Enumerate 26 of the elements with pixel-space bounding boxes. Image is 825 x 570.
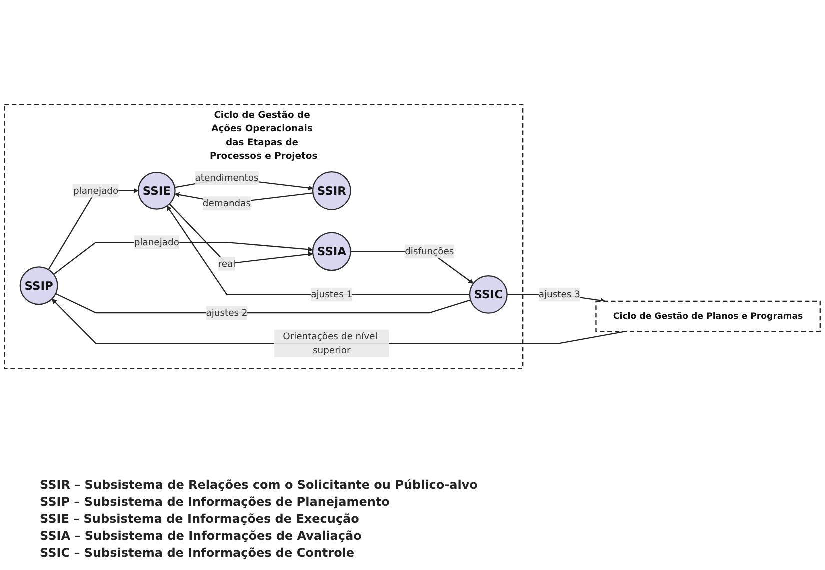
node-circle: SSIC bbox=[469, 275, 508, 314]
legend-text: SSIA – Subsistema de Informações de Avaliação bbox=[40, 528, 363, 545]
arrow bbox=[52, 298, 626, 344]
node-box: Ciclo de Gestão de Planos e Programas bbox=[596, 300, 821, 332]
edge-label: disfunções bbox=[405, 246, 454, 257]
edge-label: ajustes 2 bbox=[206, 307, 248, 318]
legend-text: SSIE – Subsistema de Informações de Execução bbox=[40, 511, 360, 528]
legend-text: SSIC – Subsistema de Informações de Controle bbox=[40, 545, 356, 562]
node-circle: SSIR bbox=[312, 171, 352, 210]
legend-text: SSIP – Subsistema de Informações de Planejamento bbox=[40, 494, 391, 511]
edge-label: real bbox=[218, 258, 236, 269]
node-circle: SSIE bbox=[138, 172, 176, 210]
edge-label: ajustes 3 bbox=[538, 288, 580, 300]
legend-text: SSIR – Subsistema de Relações com o Solicitante ou Público-alvo bbox=[40, 477, 479, 494]
node-circle: SSIP bbox=[20, 266, 58, 305]
edge-label: atendimentos bbox=[195, 172, 259, 184]
arrow bbox=[54, 242, 314, 275]
edge-label: Orientações de nível superior bbox=[283, 330, 378, 356]
edge-label: ajustes 1 bbox=[311, 288, 353, 300]
arrow bbox=[166, 206, 470, 296]
edge-label: demandas bbox=[202, 198, 252, 208]
arrow bbox=[169, 204, 314, 264]
node-circle: SSIA bbox=[312, 232, 352, 271]
edge-label: planejado bbox=[134, 236, 180, 248]
connector bbox=[56, 293, 471, 314]
edge-label: planejado bbox=[73, 184, 119, 196]
